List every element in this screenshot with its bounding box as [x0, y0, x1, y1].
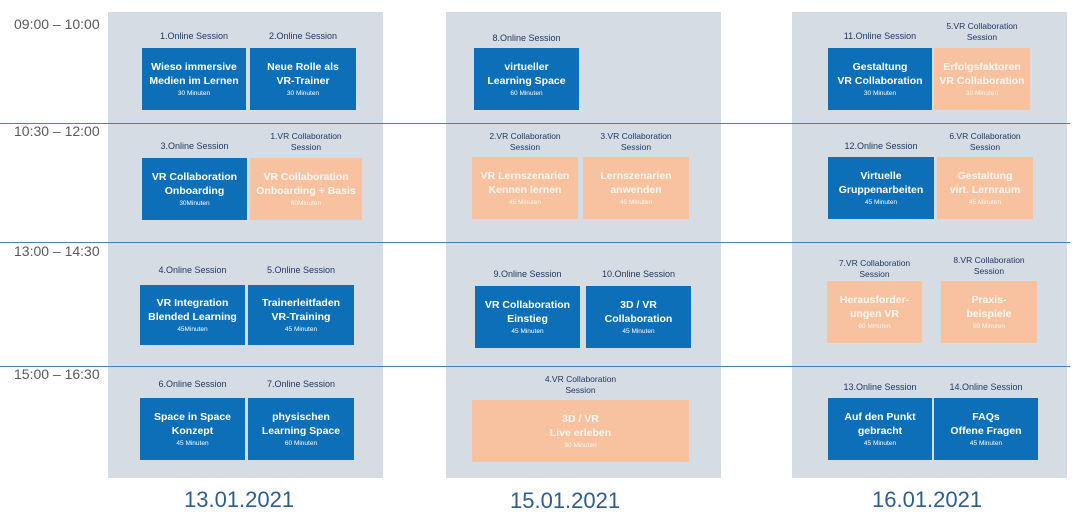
session-duration: 60Minuten	[290, 200, 322, 207]
date-label: 13.01.2021	[184, 487, 295, 512]
session-title: Gestaltung virt. Lernraum	[949, 170, 1021, 196]
session-title: Erfolgsfaktoren VR Collaboration	[939, 61, 1025, 87]
session-duration: 45 Minuten	[622, 328, 655, 335]
session-duration: 45 Minuten	[619, 199, 653, 206]
session-duration: 45 Minuten	[176, 440, 209, 447]
session-caption: 1.Online Session	[159, 31, 229, 41]
vr-session-card: Herausforder- ungen VR 60 Minuten	[827, 281, 922, 343]
session-caption: 4.VR Collaboration Session	[544, 374, 617, 395]
time-slot-label: 15:00 – 16:30	[14, 366, 100, 382]
session-duration: 45 Minuten	[864, 199, 898, 206]
session-caption: 7.VR Collaboration Session	[838, 258, 911, 279]
session-title: Virtuelle Gruppenarbeiten	[838, 170, 924, 196]
session-title: 3D / VR Collaboration	[604, 299, 673, 325]
online-session-card: virtueller Learning Space 60 Minuten	[474, 48, 579, 110]
vr-session-card: Erfolgsfaktoren VR Collaboration 30 Minut…	[934, 48, 1030, 110]
vr-session-card: Praxis- beispiele 60 Minuten	[941, 281, 1037, 343]
vr-session-card: Gestaltung virt. Lernraum 45 Minuten	[937, 157, 1033, 219]
session-caption: 6.Online Session	[158, 379, 227, 389]
slot-divider	[0, 242, 1070, 243]
session-caption: 4.Online Session	[158, 265, 227, 275]
session-duration: 45 Minuten	[863, 440, 897, 447]
online-session-card: Trainerleitfaden VR-Training 45 Minuten	[248, 285, 354, 345]
session-caption: 12.Online Session	[844, 141, 918, 151]
online-session-card: Neue Rolle als VR-Trainer 30 Minuten	[250, 48, 356, 110]
date-label: 15.01.2021	[510, 488, 621, 513]
slot-divider	[0, 366, 1070, 367]
time-slot-label: 10:30 – 12:00	[14, 123, 100, 139]
session-title: VR Lernszenarien Kennen lernen	[480, 170, 570, 196]
online-session-card: Space in Space Konzept 45 Minuten	[140, 398, 245, 460]
session-duration: 45 Minuten	[284, 326, 318, 333]
session-title: VR Collaboration Einstieg	[484, 299, 571, 325]
session-caption: 1.VR Collaboration Session	[270, 131, 342, 152]
session-title: VR Integration Blended Learning	[148, 297, 237, 323]
online-session-card: VR Collaboration Einstieg 45 Minuten	[475, 286, 580, 348]
session-duration: 60 Minuten	[858, 323, 891, 330]
session-title: Lernszenarien anwenden	[600, 170, 672, 196]
session-duration: 60 Minuten	[510, 90, 543, 97]
session-caption: 6.VR Collaboration Session	[949, 131, 1021, 152]
session-caption: 8.VR Collaboration Session	[953, 255, 1025, 276]
session-duration: 45 Minuten	[969, 440, 1003, 447]
session-title: Trainerleitfaden VR-Training	[261, 297, 341, 323]
session-duration: 90 Minuten	[564, 442, 597, 449]
session-title: Auf den Punkt gebracht	[844, 411, 916, 437]
session-title: FAQs Offene Fragen	[950, 411, 1022, 437]
session-caption: 8.Online Session	[492, 33, 561, 43]
session-title: Wieso immersive Medien im Lernen	[149, 61, 239, 87]
session-title: physischen Learning Space	[261, 411, 341, 437]
session-caption: 2.Online Session	[268, 31, 338, 41]
session-title: Neue Rolle als VR-Trainer	[267, 61, 339, 87]
online-session-card: Gestaltung VR Collaboration 30 Minuten	[828, 48, 932, 110]
session-title: virtueller Learning Space	[487, 61, 566, 87]
date-label: 16.01.2021	[872, 487, 983, 512]
session-duration: 30 Minuten	[965, 90, 999, 97]
online-session-card: VR Collaboration Onboarding 30Minuten	[142, 158, 247, 220]
vr-session-card: 3D / VR Live erleben 90 Minuten	[472, 400, 689, 462]
session-caption: 3.Online Session	[160, 141, 229, 151]
session-caption: 3.VR Collaboration Session	[600, 131, 672, 152]
session-duration: 45Minuten	[177, 326, 208, 333]
online-session-card: VR Integration Blended Learning 45Minuten	[140, 285, 245, 345]
session-caption: 11.Online Session	[843, 31, 917, 41]
online-session-card: FAQs Offene Fragen 45 Minuten	[934, 398, 1038, 460]
vr-session-card: Lernszenarien anwenden 45 Minuten	[583, 157, 689, 219]
session-duration: 30 Minuten	[286, 90, 320, 97]
online-session-card: Auf den Punkt gebracht 45 Minuten	[828, 398, 932, 460]
online-session-card: Wieso immersive Medien im Lernen 30 Minut…	[142, 48, 246, 110]
vr-session-card: VR Lernszenarien Kennen lernen 45 Minuten	[472, 157, 578, 219]
session-caption: 10.Online Session	[601, 269, 676, 279]
session-caption: 9.Online Session	[493, 269, 562, 279]
session-duration: 45 Minuten	[511, 328, 544, 335]
session-duration: 45 Minuten	[968, 199, 1002, 206]
session-duration: 30 Minuten	[863, 90, 897, 97]
session-duration: 30 Minuten	[177, 90, 211, 97]
session-title: VR Collaboration Onboarding	[151, 171, 238, 197]
session-title: Gestaltung VR Collaboration	[837, 61, 923, 87]
session-caption: 2.VR Collaboration Session	[489, 131, 561, 152]
session-title: Herausforder- ungen VR	[839, 294, 910, 320]
session-caption: 13.Online Session	[843, 382, 917, 392]
time-slot-label: 13:00 – 14:30	[14, 243, 100, 259]
session-duration: 60 Minuten	[284, 440, 318, 447]
session-caption: 7.Online Session	[266, 379, 336, 389]
session-duration: 45 Minuten	[508, 199, 542, 206]
session-caption: 14.Online Session	[949, 382, 1023, 392]
session-title: VR Collaboration Onboarding + Basis	[256, 171, 356, 197]
online-session-card: 3D / VR Collaboration 45 Minuten	[586, 286, 691, 348]
online-session-card: Virtuelle Gruppenarbeiten 45 Minuten	[828, 157, 934, 219]
session-title: Space in Space Konzept	[153, 411, 232, 437]
session-duration: 30Minuten	[179, 200, 210, 207]
session-duration: 60 Minuten	[972, 323, 1006, 330]
session-title: 3D / VR Live erleben	[549, 413, 612, 439]
session-caption: 5.VR Collaboration Session	[946, 21, 1018, 42]
online-session-card: physischen Learning Space 60 Minuten	[248, 398, 354, 460]
session-caption: 5.Online Session	[266, 265, 336, 275]
time-slot-label: 09:00 – 10:00	[14, 16, 100, 32]
session-title: Praxis- beispiele	[966, 294, 1012, 320]
slot-divider	[0, 123, 1070, 124]
vr-session-card: VR Collaboration Onboarding + Basis 60Min…	[250, 158, 362, 220]
